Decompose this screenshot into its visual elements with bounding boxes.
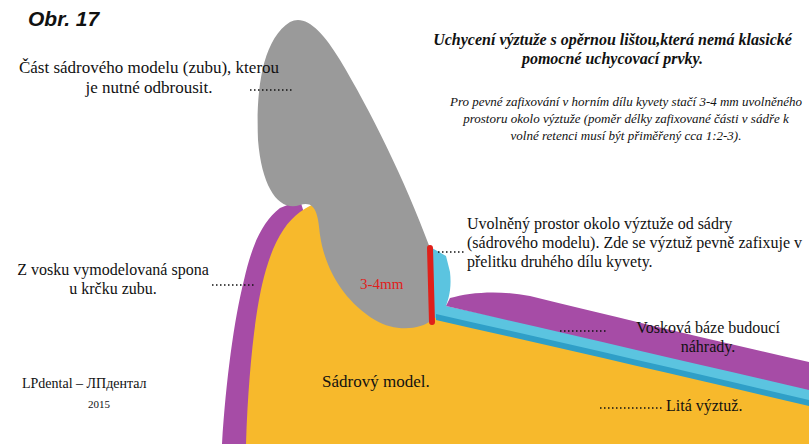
part-label: Sádrový model. — [322, 372, 430, 392]
part-label: Část sádrového modelu (zubu), kterou je … — [14, 58, 284, 99]
watermark: LPdental – ЛПдентал — [22, 376, 147, 393]
wax-base — [446, 292, 809, 390]
figure-number: Obr. 17 — [28, 6, 99, 31]
part-label: Litá výztuž. — [666, 396, 742, 415]
dimension-label: 3-4mm — [360, 275, 403, 293]
note: Pro pevné zafixování v horním dílu kyvet… — [450, 94, 802, 145]
part-label: Z vosku vymodelovaná spona u krčku zubu. — [14, 260, 212, 298]
dimension-line — [430, 248, 432, 322]
heading: Uchycení výztuže s opěrnou lištou,která … — [420, 30, 805, 68]
watermark: 2015 — [88, 398, 110, 411]
part-label: Uvolněný prostor okolo výztuže od sádry … — [467, 214, 805, 272]
part-label: Vosková báze budoucí náhrady. — [612, 318, 804, 356]
tooth — [258, 20, 432, 328]
